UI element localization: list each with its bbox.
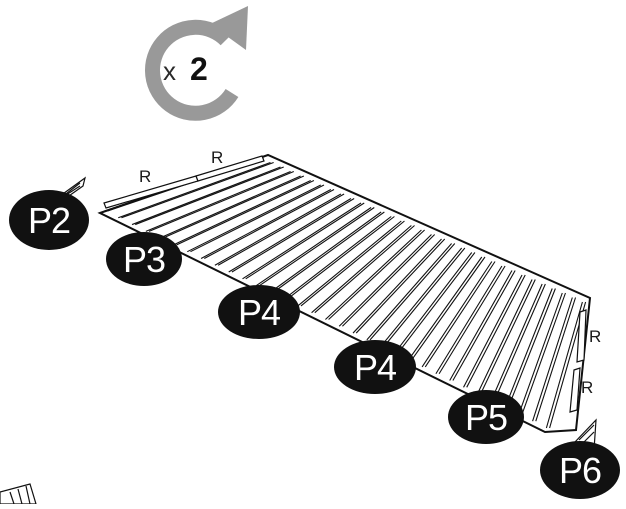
panel-rib-line <box>521 292 566 415</box>
panel-rib-line <box>286 216 395 300</box>
panel-rib-line <box>435 265 503 375</box>
edge-label-top-right: R <box>211 148 223 167</box>
panel-rib-line <box>463 274 523 388</box>
panel-rib-line <box>214 193 342 266</box>
panel-rib-line <box>162 175 305 239</box>
ridge-trim-right <box>195 155 265 182</box>
panel-rib-line <box>328 229 425 320</box>
panel-rib-line <box>159 175 301 239</box>
panel-rib-line <box>380 247 463 347</box>
panel-rib-line <box>476 279 533 395</box>
panel-rib-line <box>424 261 496 368</box>
panel-rib-line <box>466 274 526 388</box>
panel-rib-line <box>269 211 382 293</box>
panel-rib-line <box>545 301 583 429</box>
part-badge-p4-second: P4 <box>334 340 416 394</box>
panel-rib-line <box>145 170 291 232</box>
side-trim-upper <box>576 309 587 363</box>
panel-rib-line <box>135 166 284 226</box>
part-badge-p2: P2 <box>9 190 89 250</box>
part-label-p4-first: P4 <box>238 292 280 333</box>
panel-rib-line <box>394 252 473 354</box>
panel-rib-line <box>118 161 271 219</box>
roof-panel: R R R R <box>97 148 601 434</box>
panel-rib-line <box>355 238 446 334</box>
panel-ribs <box>104 157 587 429</box>
panel-rib-line <box>131 166 281 226</box>
part-badge-p4-first: P4 <box>218 285 300 339</box>
panel-rib-line <box>421 261 493 368</box>
panel-rib-line <box>438 265 506 375</box>
panel-rib-line <box>490 283 543 402</box>
repeat-count: 2 <box>190 51 208 87</box>
repeat-prefix: x <box>163 56 176 86</box>
panel-rib-line <box>325 229 422 320</box>
panel-rib-line <box>283 216 392 300</box>
rotate-arrow-icon <box>145 6 248 121</box>
part-badge-p5: P5 <box>448 390 524 444</box>
panel-rib-line <box>338 234 432 327</box>
panel-rib-line <box>352 238 442 334</box>
panel-rib-line <box>532 297 573 422</box>
panel-rib-line <box>217 193 345 266</box>
panel-rib-line <box>518 292 563 415</box>
edge-label-side-lower: R <box>581 378 593 397</box>
edge-label-top-left: R <box>139 167 151 186</box>
side-trim-lower <box>569 367 581 413</box>
part-badge-p6: P6 <box>540 441 620 499</box>
panel-rib-line <box>383 247 466 347</box>
panel-outline <box>97 153 592 434</box>
panel-rib-line <box>121 161 274 219</box>
panel-rib-line <box>314 225 415 314</box>
panel-rib-line <box>190 184 325 253</box>
panel-rib-line <box>369 243 456 341</box>
repeat-indicator: x 2 <box>145 6 248 121</box>
panel-rib-line <box>204 189 335 259</box>
panel-rib-line <box>259 207 375 287</box>
panel-rib-line <box>176 180 315 246</box>
panel-rib-line <box>411 256 486 361</box>
panel-rib-line <box>449 270 513 381</box>
panel-rib-line <box>407 256 483 361</box>
part-label-p5: P5 <box>465 397 507 438</box>
panel-rib-line <box>256 207 372 287</box>
panel-rib-line <box>507 288 556 408</box>
part-label-p4-second: P4 <box>354 347 396 388</box>
panel-rib-line <box>297 220 402 307</box>
part-badge-p3: P3 <box>106 232 182 286</box>
panel-rib-line <box>148 170 294 232</box>
panel-rib-line <box>245 202 365 280</box>
panel-rib-line <box>493 283 546 402</box>
panel-rib-line <box>173 180 311 246</box>
edge-label-side-upper: R <box>589 327 601 346</box>
part-label-p6: P6 <box>559 450 601 491</box>
panel-rib-line <box>228 198 352 273</box>
panel-rib-line <box>200 189 332 259</box>
part-label-p3: P3 <box>123 239 165 280</box>
panel-rib-line <box>231 198 355 273</box>
panel-rib-line <box>311 225 412 314</box>
panel-rib-line <box>504 288 553 408</box>
panel-rib-line <box>452 270 516 381</box>
piece-corner-fragment <box>0 483 37 505</box>
panel-rib-line <box>342 234 436 327</box>
panel-rib-line <box>242 202 362 280</box>
part-label-p2: P2 <box>28 200 70 241</box>
panel-rib-line <box>187 184 322 253</box>
panel-rib-line <box>300 220 405 307</box>
panel-rib-line <box>397 252 476 354</box>
panel-rib-line <box>535 297 577 422</box>
panel-rib-line <box>273 211 385 293</box>
panel-rib-line <box>480 279 536 395</box>
panel-rib-line <box>366 243 453 341</box>
